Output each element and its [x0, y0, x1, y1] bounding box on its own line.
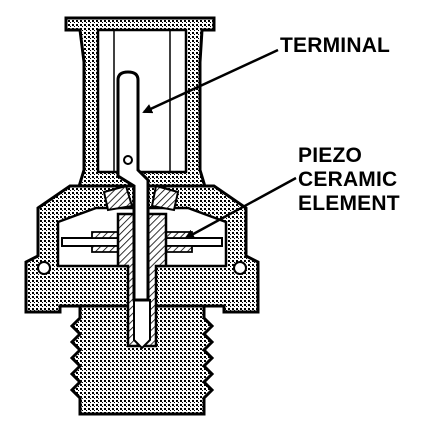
piezo-label-line2: CERAMIC: [298, 168, 397, 191]
threaded-base: [69, 304, 215, 416]
piezo-label-line1: PIEZO: [298, 144, 362, 167]
piezo-label-line3: ELEMENT: [298, 192, 400, 215]
terminal-leader-arrow: [142, 48, 279, 114]
hatched-retainers: [102, 184, 180, 212]
terminal-pin: [116, 70, 150, 302]
connector-shell: [64, 16, 216, 192]
piezo-leader-arrow: [184, 176, 297, 240]
terminal-label: TERMINAL: [280, 34, 390, 57]
